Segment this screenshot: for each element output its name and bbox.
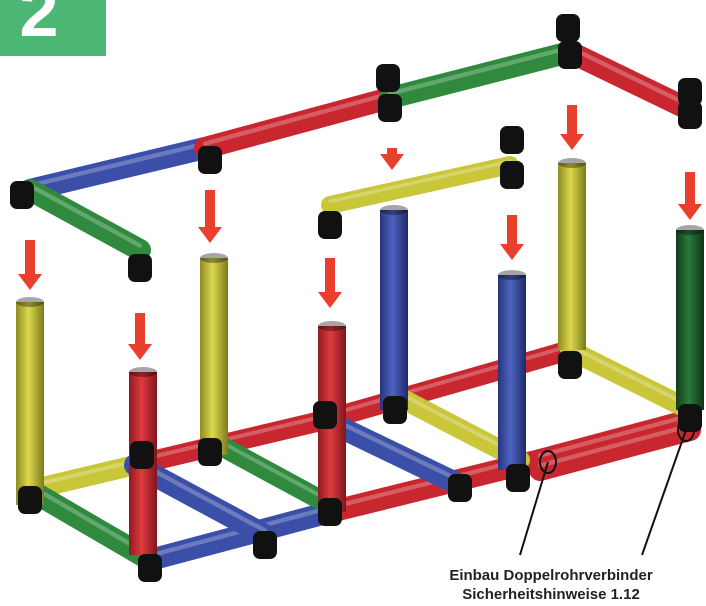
connector-9 — [318, 211, 342, 239]
insertion-arrow-1 — [128, 313, 152, 360]
tube-post-7 — [676, 230, 704, 410]
tube-post-end-0 — [16, 297, 44, 307]
connector-1 — [128, 254, 152, 282]
tube-post-end-3 — [318, 321, 346, 331]
tube-bar-18 — [570, 350, 690, 410]
tube-post-end-4 — [380, 205, 408, 215]
insertion-arrow-6 — [560, 105, 584, 150]
connector-15 — [198, 438, 222, 466]
connector-14 — [253, 531, 277, 559]
connector-12 — [18, 486, 42, 514]
callout-label: Einbau Doppelrohrverbinder Sicherheitshi… — [398, 566, 704, 604]
insertion-arrow-2 — [198, 190, 222, 243]
tube-bar-highlight-3 — [570, 48, 690, 106]
connector-0 — [10, 181, 34, 209]
connector-16 — [318, 498, 342, 526]
tube-post-end-2 — [200, 253, 228, 263]
tube-bar-highlight-8 — [325, 346, 570, 416]
tube-bar-3 — [570, 52, 690, 110]
connector-2 — [198, 146, 222, 174]
callout-line-1: Einbau Doppelrohrverbinder — [398, 566, 704, 585]
tube-bar-4 — [30, 190, 140, 250]
tube-bar-highlight-4 — [30, 186, 140, 246]
tube-bar-8 — [325, 350, 570, 420]
insertion-arrow-0 — [18, 240, 42, 290]
connector-4 — [376, 64, 400, 92]
tube-bar-2 — [390, 52, 570, 98]
insertion-arrow-4 — [380, 148, 404, 170]
connector-5 — [558, 41, 582, 69]
tube-post-end-5 — [498, 270, 526, 280]
insertion-arrow-5 — [500, 215, 524, 260]
connector-21 — [678, 404, 702, 432]
tube-bar-highlight-2 — [390, 48, 570, 94]
tube-bar-5 — [330, 165, 510, 205]
tube-post-end-7 — [676, 225, 704, 235]
tube-bar-6 — [30, 465, 135, 490]
connector-17 — [448, 474, 472, 502]
connector-18 — [383, 396, 407, 424]
connector-6 — [556, 14, 580, 42]
tube-post-end-6 — [558, 158, 586, 168]
tube-bar-highlight-18 — [570, 346, 690, 406]
connector-3 — [378, 94, 402, 122]
connector-22 — [130, 441, 154, 469]
tube-post-end-1 — [129, 367, 157, 377]
tube-bar-highlight-1 — [205, 94, 390, 144]
tube-post-0 — [16, 302, 44, 505]
connector-20 — [558, 351, 582, 379]
insertion-arrow-3 — [318, 258, 342, 308]
tube-post-4 — [380, 210, 408, 410]
insertion-arrow-7 — [678, 172, 702, 220]
tube-bar-highlight-5 — [330, 161, 510, 201]
callout-line-2: Sicherheitshinweise 1.12 — [398, 585, 704, 604]
connector-11 — [500, 126, 524, 154]
connector-10 — [500, 161, 524, 189]
connector-8 — [678, 78, 702, 106]
tube-post-6 — [558, 163, 586, 350]
tube-post-5 — [498, 275, 526, 470]
tube-post-2 — [200, 258, 228, 455]
connector-13 — [138, 554, 162, 582]
connector-19 — [506, 464, 530, 492]
tube-bar-1 — [205, 98, 390, 148]
connector-23 — [313, 401, 337, 429]
tube-bar-0 — [30, 148, 205, 190]
